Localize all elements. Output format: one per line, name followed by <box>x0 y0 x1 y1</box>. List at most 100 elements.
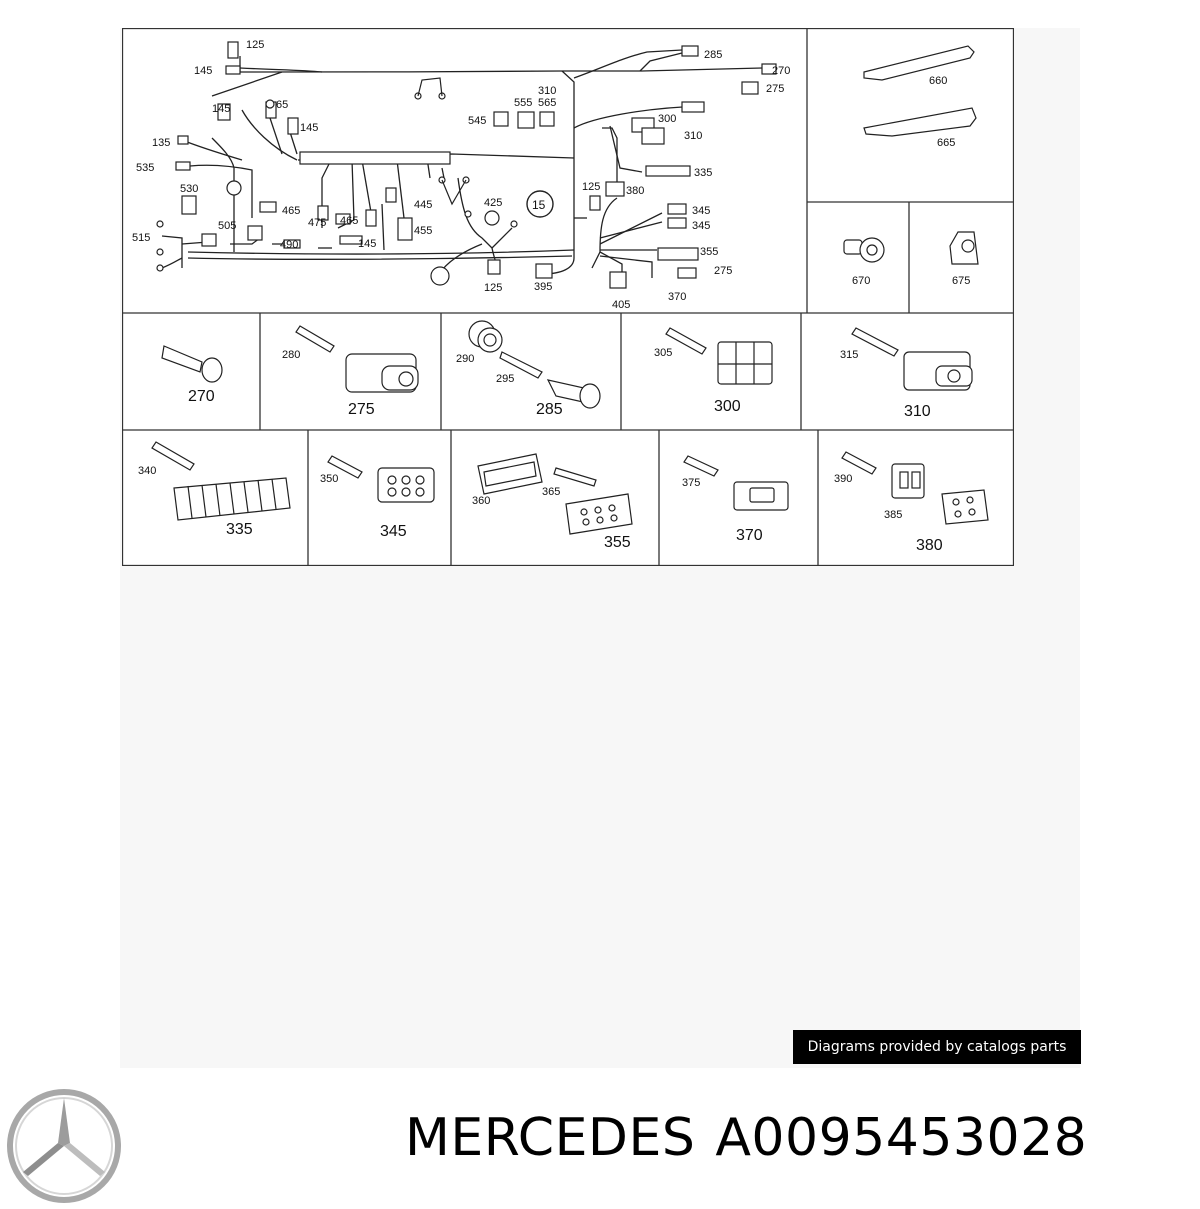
callout-circle-label: 15 <box>532 198 546 212</box>
ring-terminal-icon <box>156 264 164 272</box>
pin-350-icon <box>327 455 363 479</box>
callout-label: 370 <box>668 291 686 303</box>
pin-280-icon <box>295 325 335 353</box>
connector-icon <box>681 101 705 113</box>
part-number-label: 275 <box>348 401 375 418</box>
pin-390-icon <box>841 451 877 475</box>
part-number-label: 380 <box>916 537 943 554</box>
callout-label: 490 <box>280 239 298 251</box>
callout-label: 365 <box>542 486 560 498</box>
callout-circle <box>526 190 554 218</box>
callout-label: 315 <box>840 349 858 361</box>
grommet-icon <box>484 210 500 226</box>
callout-label: 270 <box>772 65 790 77</box>
connector-icon <box>227 41 239 59</box>
connector-270-icon <box>161 345 223 383</box>
pin-340-icon <box>151 441 195 471</box>
connector-icon <box>365 209 377 227</box>
pin-305-icon <box>665 327 707 355</box>
housing-370-icon <box>733 481 789 511</box>
housing-300-icon <box>717 341 773 385</box>
connector-icon <box>667 203 687 215</box>
connector-parts-row2 <box>161 320 973 409</box>
connector-icon <box>339 235 363 245</box>
grommet-icon <box>226 180 242 196</box>
row2-callouts: 280 290 295 305 315 <box>282 347 858 385</box>
connector-icon <box>259 201 277 213</box>
bracket-660-icon <box>863 45 975 81</box>
connector-icon <box>385 187 397 203</box>
callout-label: 385 <box>884 509 902 521</box>
ring-terminal-icon <box>156 248 164 256</box>
brand-name: MERCEDES <box>405 1108 696 1168</box>
connector-icon <box>641 127 665 145</box>
housing-345-icon <box>377 467 435 503</box>
connector-icon <box>247 225 263 241</box>
bracket-665-icon <box>863 107 977 137</box>
callout-label: 125 <box>246 39 264 51</box>
connector-icon <box>177 135 189 145</box>
part-number-label: 270 <box>188 388 215 405</box>
callout-label: 310 <box>538 85 556 97</box>
callout-label: 505 <box>218 220 236 232</box>
connector-icon <box>609 271 627 289</box>
ring-terminal-icon <box>510 220 518 228</box>
connector-icon <box>657 247 699 261</box>
callout-label: 335 <box>694 167 712 179</box>
connector-icon <box>645 165 691 177</box>
bracket-parts <box>843 45 979 265</box>
pin-365-icon <box>553 467 597 487</box>
cap-290-icon <box>468 320 503 353</box>
connector-icon <box>317 205 329 221</box>
callout-label: 405 <box>612 299 630 311</box>
connector-icon <box>287 117 299 135</box>
callout-label: 275 <box>714 265 732 277</box>
callout-label: 145 <box>358 238 376 250</box>
callout-label: 275 <box>766 83 784 95</box>
pin-295-icon <box>499 351 543 379</box>
callout-label: 290 <box>456 353 474 365</box>
callout-label: 295 <box>496 373 514 385</box>
callout-label: 670 <box>852 275 870 287</box>
callout-label: 565 <box>538 97 556 109</box>
callout-label: 145 <box>300 122 318 134</box>
connector-icon <box>681 45 699 57</box>
callout-label: 285 <box>704 49 722 61</box>
harness-callouts: 125 145 285 270 275 310 565 555 545 300 … <box>132 39 790 311</box>
housing-275-icon <box>345 353 419 393</box>
part-number-label: 300 <box>714 398 741 415</box>
callout-label: 390 <box>834 473 852 485</box>
diagram-credit-banner: Diagrams provided by catalogs parts <box>793 1030 1081 1064</box>
wire-loops <box>417 77 554 218</box>
part-number: A0095453028 <box>715 1108 1088 1168</box>
callout-label: 125 <box>484 282 502 294</box>
housing-310-icon <box>903 351 973 391</box>
callout-label: 345 <box>692 205 710 217</box>
housing-380-icon <box>941 489 989 525</box>
connector-icon <box>283 239 301 249</box>
callout-label: 360 <box>472 495 490 507</box>
part-number-label: 310 <box>904 403 931 420</box>
ring-terminal-icon <box>265 99 275 109</box>
row3-part-numbers: 335 345 355 370 380 <box>226 521 943 554</box>
connector-icon <box>605 181 625 197</box>
bracket-callouts: 660 665 670 675 <box>852 75 970 287</box>
part-number-label: 285 <box>536 401 563 418</box>
callout-label: 145 <box>212 103 230 115</box>
callout-label: 425 <box>484 197 502 209</box>
grommet-670-icon <box>843 237 885 263</box>
callout-label: 445 <box>414 199 432 211</box>
cover-360-icon <box>477 453 543 495</box>
grommet-icon <box>430 266 450 286</box>
callout-label: 280 <box>282 349 300 361</box>
callout-label: 125 <box>582 181 600 193</box>
connector-icon <box>181 195 197 215</box>
parts-diagram-svg: 125 145 285 270 275 310 565 555 545 300 … <box>121 27 1015 567</box>
callout-label: 375 <box>682 477 700 489</box>
callout-label: 530 <box>180 183 198 195</box>
callout-label: 455 <box>414 225 432 237</box>
connector-icon <box>589 195 601 211</box>
connector-icon <box>493 111 509 127</box>
callout-label: 665 <box>937 137 955 149</box>
callout-label: 380 <box>626 185 644 197</box>
